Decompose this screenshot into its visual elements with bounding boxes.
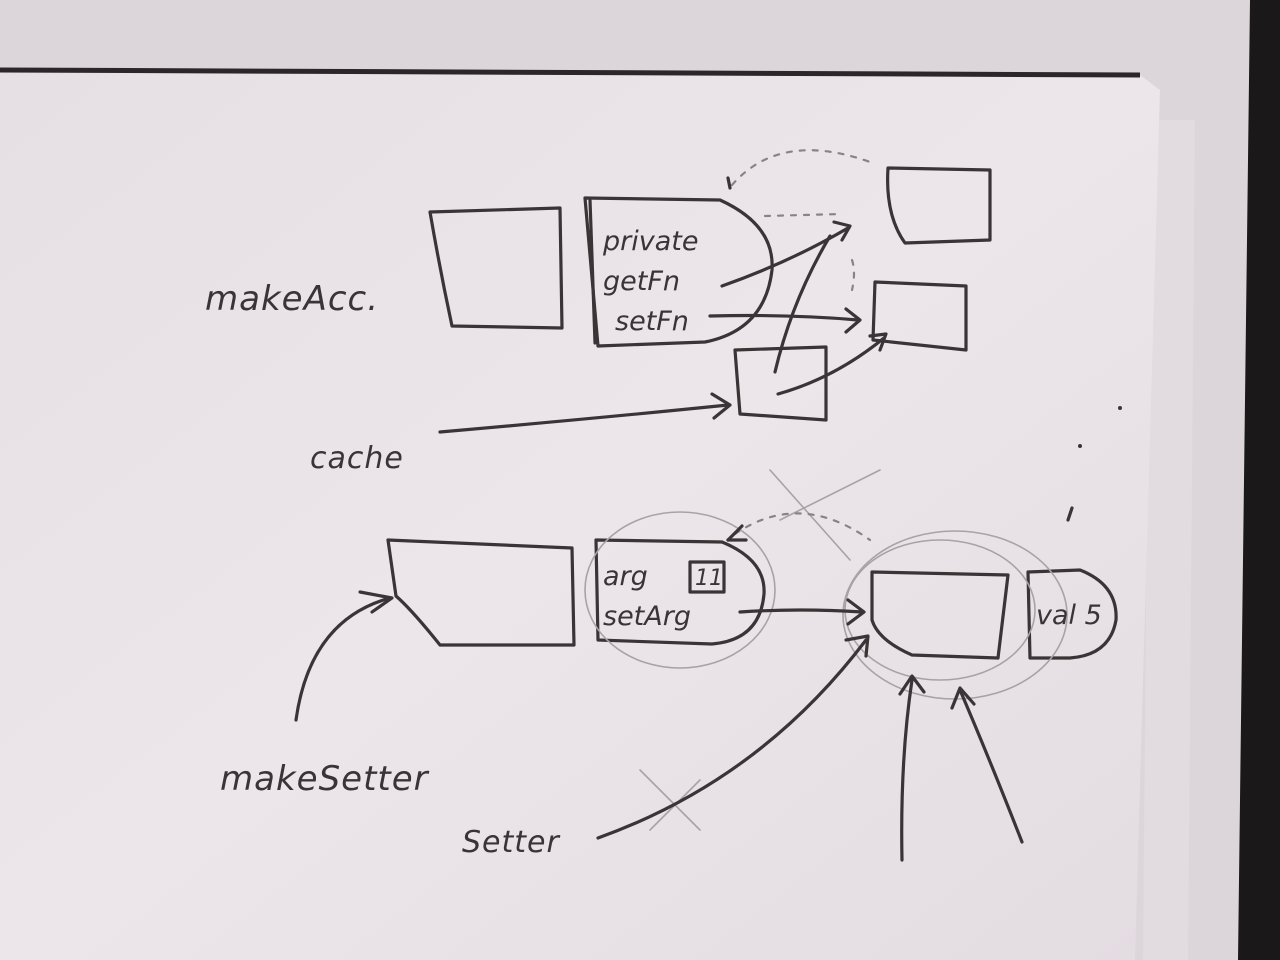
edge-sheet — [1143, 120, 1195, 960]
val-box — [1026, 568, 1118, 660]
cache-pointer-arrowhead — [710, 392, 732, 420]
upward-arrow-2-head — [950, 686, 976, 710]
cache-pointer-arrow — [438, 403, 730, 434]
cache-to-setfn-arrow — [776, 336, 886, 396]
setarg-arrowhead — [846, 598, 866, 626]
makesetter-pointer-arrow — [294, 596, 392, 722]
arg-value-box — [688, 560, 726, 594]
cache-label: cache — [310, 441, 404, 476]
closure-bottom-setarg: setArg — [603, 601, 691, 632]
cache-box — [733, 345, 828, 422]
closure-bottom-arg: arg — [603, 561, 648, 592]
cache-to-getfn-arrow — [773, 234, 832, 374]
upward-arrow-2 — [958, 688, 1024, 844]
setarg-arrow — [738, 608, 864, 614]
setfn-arrow — [708, 313, 860, 322]
setter-label: Setter — [462, 825, 560, 860]
closure-top-line-2: getFn — [603, 266, 680, 297]
setfn-arrowhead — [844, 307, 862, 334]
makesetter-pointer-arrowhead — [358, 590, 394, 614]
upward-arrow-1-head — [898, 674, 926, 696]
scope-dotted-line-mid — [763, 212, 844, 218]
speck — [1066, 506, 1074, 522]
speck — [1078, 444, 1082, 448]
setter-pointer-arrow — [596, 638, 868, 840]
closure-top-left-edge — [588, 198, 597, 345]
val-box-label: val 5 — [1036, 600, 1102, 631]
closure-top-box — [583, 196, 774, 348]
makesetter-function-box — [386, 538, 576, 647]
closure-top-line-3: setFn — [615, 306, 689, 337]
setter-pointer-arrowhead — [844, 634, 870, 658]
closure-bottom-arg-value: 11 — [695, 566, 723, 591]
scope-dotted-line-small — [850, 258, 856, 292]
closure-top-line-1: private — [602, 226, 698, 257]
front-sheet — [0, 70, 1160, 960]
scope-dotted-arrowhead-a — [726, 524, 744, 542]
closure-bottom-box — [594, 538, 766, 646]
makesetter-label: makeSetter — [220, 759, 430, 799]
getfn-arrow — [720, 226, 850, 288]
getfn-target-box — [886, 166, 992, 245]
makeacc-function-box — [428, 206, 564, 330]
setter-target-box — [870, 570, 1010, 660]
cache-to-setfn-arrowhead — [868, 332, 888, 352]
makeacc-label: makeAcc. — [205, 279, 379, 319]
speck — [1118, 406, 1122, 410]
dark-border — [1238, 0, 1280, 960]
upward-arrow-1 — [900, 678, 914, 862]
scope-tick — [726, 176, 732, 190]
sheet-edge-shadow — [0, 67, 1141, 78]
faint-cross-line-2 — [779, 469, 881, 521]
faint-cross-line-3 — [639, 769, 701, 831]
getfn-arrowhead — [832, 220, 852, 242]
scope-dotted-line-top — [730, 149, 872, 187]
scope-dotted-line-bottom — [733, 512, 872, 542]
setfn-target-box — [871, 280, 968, 352]
faint-scope-circle-1 — [584, 511, 776, 669]
